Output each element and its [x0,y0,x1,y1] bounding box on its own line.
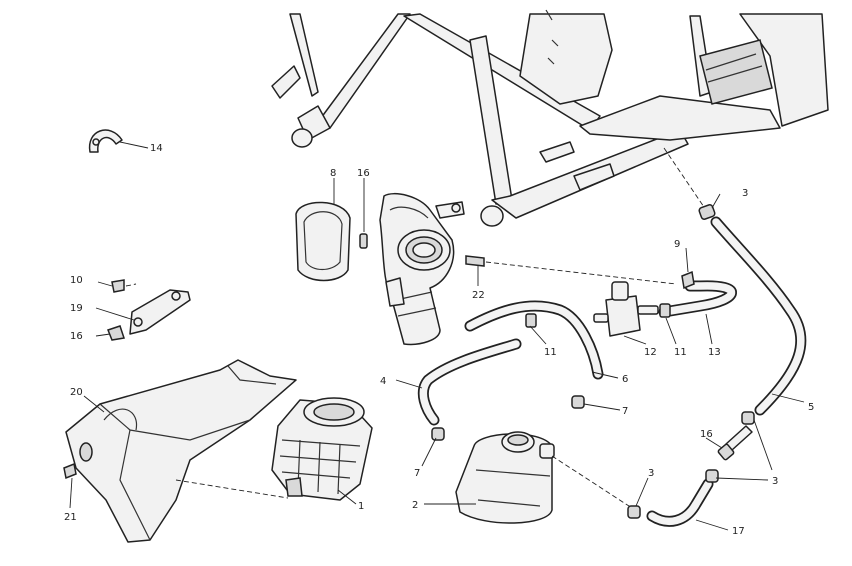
callout-14: 14 [150,143,163,154]
callout-4: 4 [380,376,386,387]
callout-2: 2 [412,500,418,511]
callout-leaders [69,141,805,531]
part-3-clamp-top [698,204,716,220]
callout-16-right: 16 [700,429,713,440]
callout-20: 20 [70,387,83,398]
callout-17: 17 [732,526,745,537]
callout-8: 8 [330,168,336,179]
part-7-clamp-right [571,395,585,409]
part-14-hose-clamp [88,129,123,153]
callout-13: 13 [708,347,721,358]
part-1-airbox [175,397,373,501]
part-6-hose [464,300,604,380]
throttle-body-assembly [379,192,465,346]
part-12-valve [593,281,659,337]
part-4-hose [417,338,522,426]
part-20-side-cover [65,359,297,543]
callout-3-top: 3 [742,188,748,199]
part-8-intake-cover [295,178,351,282]
part-3-clamp-low [705,469,719,483]
callout-16-left: 16 [70,331,83,342]
callout-11-left: 11 [544,347,557,358]
callout-9: 9 [674,239,680,250]
part-11-clamp-left [525,313,537,328]
part-3-clamp-mid [741,411,755,425]
callout-16-upper: 16 [357,168,370,179]
callout-labels: 14 8 16 22 10 19 16 20 21 1 2 4 6 7 7 11… [64,143,814,537]
callout-7-right: 7 [622,406,628,417]
part-13-hose [658,280,737,318]
part-16-fitting-upper [359,178,368,249]
callout-10: 10 [70,275,83,286]
part-5-long-hose [663,147,807,416]
part-16-fitting-lower [717,425,753,461]
callout-5: 5 [808,402,814,413]
callout-7-left: 7 [414,468,420,479]
callout-6: 6 [622,374,628,385]
motorcycle-frame [271,9,829,227]
part-2-canister [455,431,633,524]
part-9-clip [681,270,695,290]
callout-11-right: 11 [674,347,687,358]
callout-3-right: 3 [772,476,778,487]
part-3-clamp-bottom [627,505,641,519]
part-7-clamp-left [431,427,445,441]
part-17-hose [646,478,714,527]
callout-3-bottom: 3 [648,468,654,479]
callout-21: 21 [64,512,77,523]
callout-22: 22 [472,290,485,301]
part-22-bolt [465,255,677,286]
callout-1: 1 [358,501,364,512]
callout-19: 19 [70,303,83,314]
part-11-clamp-right [659,303,671,318]
callout-12: 12 [644,347,657,358]
part-19-bracket [107,279,191,341]
part-21-screw [63,462,77,480]
